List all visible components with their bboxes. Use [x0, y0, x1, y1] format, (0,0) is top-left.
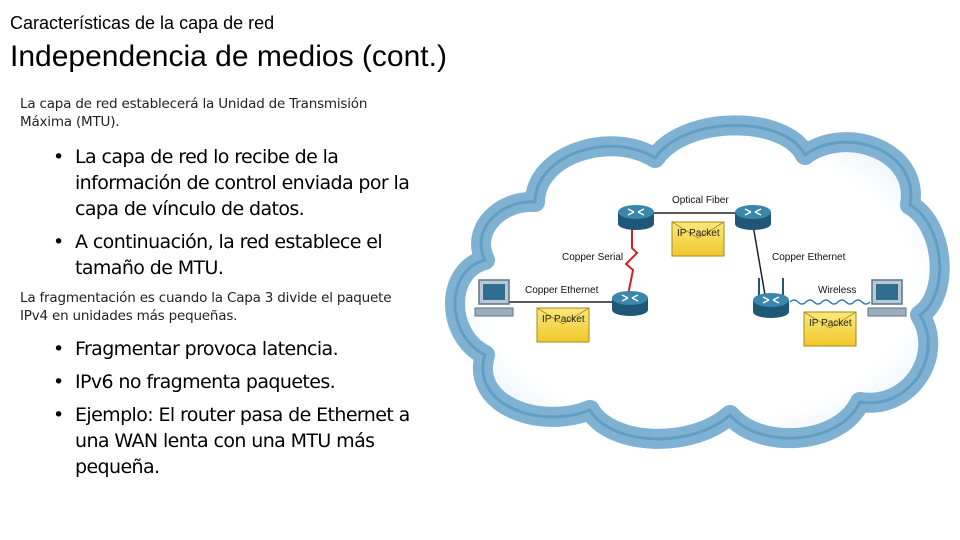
packet-label: IP Packet: [677, 228, 720, 239]
packet-label: IP Packet: [542, 314, 585, 325]
pc-icon: [474, 279, 514, 317]
bullet-item: A continuación, la red establece el tama…: [53, 229, 413, 281]
cloud-icon: [445, 115, 950, 449]
label-copper-ethernet-right: Copper Ethernet: [772, 252, 846, 263]
ip-packet-icon: IP Packet: [671, 221, 725, 257]
link-copper-serial: [624, 222, 639, 296]
bullet-list-mtu: La capa de red lo recibe de la informaci…: [53, 144, 413, 288]
bullet-item: La capa de red lo recibe de la informaci…: [53, 144, 413, 222]
intro-mtu: La capa de red establecerá la Unidad de …: [20, 96, 368, 130]
pc-icon: [867, 279, 907, 317]
router-icon: [735, 205, 771, 230]
network-diagram: Optical Fiber Copper Serial Copper Ether…: [445, 115, 950, 449]
slide-subtitle: Características de la capa de red: [10, 13, 275, 33]
label-copper-serial: Copper Serial: [562, 252, 623, 263]
label-optical-fiber: Optical Fiber: [672, 195, 729, 206]
ip-packet-icon: IP Packet: [536, 307, 590, 343]
bullet-item: IPv6 no fragmenta paquetes.: [53, 369, 413, 395]
ip-packet-icon: IP Packet: [803, 311, 857, 347]
bullet-item: Ejemplo: El router pasa de Ethernet a un…: [53, 402, 413, 480]
router-icon: [618, 205, 654, 230]
link-wireless: [789, 299, 871, 305]
wireless-router-icon: [753, 278, 789, 318]
router-icon: [612, 291, 648, 316]
intro-fragmentation: La fragmentación es cuando la Capa 3 div…: [20, 290, 392, 324]
link-copper-ethernet-right: [752, 224, 766, 296]
label-copper-ethernet-left: Copper Ethernet: [525, 285, 599, 296]
bullet-item: Fragmentar provoca latencia.: [53, 336, 413, 362]
label-wireless: Wireless: [818, 285, 856, 296]
packet-label: IP Packet: [809, 318, 852, 329]
bullet-list-fragmentation: Fragmentar provoca latencia. IPv6 no fra…: [53, 336, 413, 487]
slide-title: Independencia de medios (cont.): [10, 40, 447, 73]
